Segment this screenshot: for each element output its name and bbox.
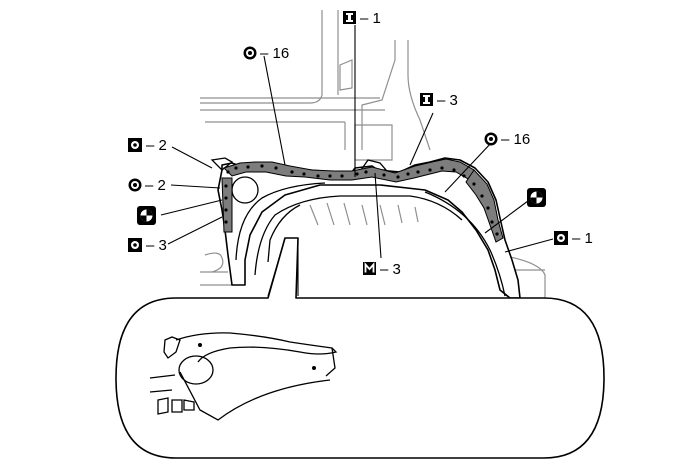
callout-o16b: – 16 <box>484 131 530 148</box>
square-i-icon <box>420 93 433 106</box>
background-body-lines <box>200 10 546 298</box>
weld-dot <box>302 172 306 176</box>
weld-dot <box>486 206 490 210</box>
callout-sq3: – 3 <box>128 237 167 254</box>
callout-o16a: – 16 <box>243 45 289 62</box>
weld-dot <box>260 164 264 168</box>
square-circle-icon <box>554 231 568 245</box>
weld-dot <box>224 220 228 224</box>
spot-weld-points <box>224 164 499 236</box>
callout-sp2 <box>527 188 546 207</box>
weld-dot <box>340 174 344 178</box>
callout-text: – 2 <box>146 137 167 154</box>
callout-text: – 1 <box>360 10 381 27</box>
circle-dot-icon <box>484 132 498 146</box>
callout-m3: – 3 <box>363 261 401 278</box>
spot-weld-icon <box>527 188 546 207</box>
square-circle-icon <box>128 138 142 152</box>
sealer-band <box>221 158 504 243</box>
detail-view <box>115 237 605 459</box>
weld-dot <box>396 175 400 179</box>
weld-dot <box>234 166 238 170</box>
weld-dot <box>224 196 228 200</box>
weld-dot <box>224 208 228 212</box>
square-circle-icon <box>128 238 142 252</box>
weld-dot <box>224 184 228 188</box>
weld-dot <box>495 232 499 236</box>
callout-text: – 3 <box>437 92 458 109</box>
square-m-icon <box>363 262 376 275</box>
weld-dot <box>428 168 432 172</box>
weld-dot <box>462 174 466 178</box>
weld-dot <box>274 166 278 170</box>
square-i-icon <box>343 11 356 24</box>
weld-dot <box>364 170 368 174</box>
weld-dot <box>416 170 420 174</box>
weld-dot <box>328 174 332 178</box>
wheelhouse-panel <box>210 157 521 299</box>
weld-dot <box>226 170 230 174</box>
callout-i3: – 3 <box>420 92 458 109</box>
leader-lines <box>160 25 554 297</box>
callout-text: – 3 <box>146 237 167 254</box>
weld-dot <box>472 182 476 186</box>
callout-sq1: – 1 <box>554 230 593 247</box>
callout-text: – 2 <box>145 177 166 194</box>
weld-dot <box>246 165 250 169</box>
spot-weld-icon <box>137 206 156 225</box>
weld-dot <box>452 168 456 172</box>
circle-dot-icon <box>128 178 142 192</box>
weld-dot <box>290 170 294 174</box>
weld-dot <box>440 166 444 170</box>
callout-text: – 1 <box>572 230 593 247</box>
callout-sp1 <box>137 206 156 225</box>
weld-dot <box>382 173 386 177</box>
weld-dot <box>316 174 320 178</box>
weld-dot <box>355 172 359 176</box>
weld-dot <box>480 194 484 198</box>
callout-i1: – 1 <box>343 10 381 27</box>
weld-dot <box>406 172 410 176</box>
callout-text: – 16 <box>501 131 530 148</box>
callout-text: – 3 <box>380 261 401 278</box>
callout-o2: – 2 <box>128 177 166 194</box>
callout-text: – 16 <box>260 45 289 62</box>
weld-dot <box>490 220 494 224</box>
circle-dot-icon <box>243 46 257 60</box>
callout-sq2: – 2 <box>128 137 167 154</box>
